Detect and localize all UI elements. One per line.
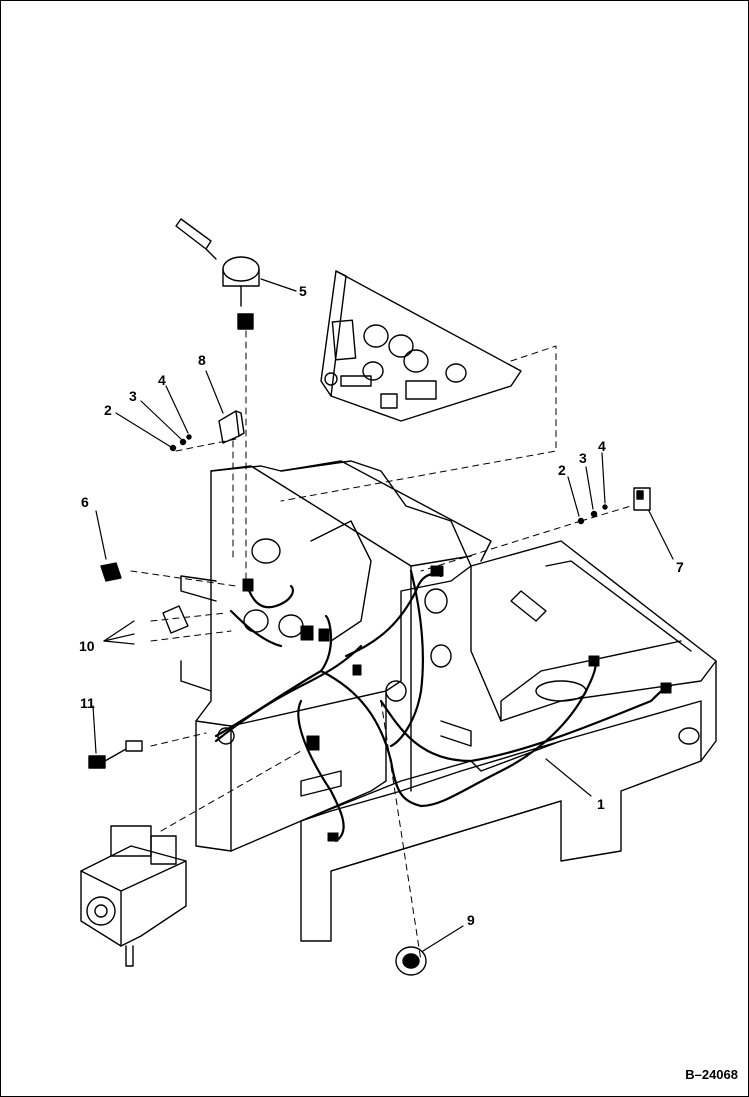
callout-3-right: 3 xyxy=(579,450,587,466)
hardware-left xyxy=(169,434,192,452)
callout-6: 6 xyxy=(81,494,89,510)
wiring-harness xyxy=(214,569,673,843)
switch-lever-part xyxy=(175,218,260,330)
callout-3-left: 3 xyxy=(129,388,137,404)
hydraulic-pump xyxy=(80,825,187,967)
sensor-cable-part xyxy=(88,740,143,769)
callout-4-left: 4 xyxy=(158,372,166,388)
harness-connectors xyxy=(242,565,672,842)
callout-9: 9 xyxy=(467,912,475,928)
callout-8: 8 xyxy=(198,352,206,368)
callout-10: 10 xyxy=(79,638,95,654)
frame-base xyxy=(300,540,717,942)
callout-1: 1 xyxy=(597,796,605,812)
figure-id: B–24068 xyxy=(685,1067,738,1082)
callout-5: 5 xyxy=(299,283,307,299)
callout-7: 7 xyxy=(676,559,684,575)
callout-11: 11 xyxy=(80,695,95,711)
connector-part xyxy=(100,562,122,582)
sensor-part xyxy=(395,946,427,976)
instrument-panel xyxy=(320,270,522,422)
callout-2-left: 2 xyxy=(104,402,112,418)
assembly-dashed-lines xyxy=(130,330,632,962)
relay-part xyxy=(218,410,245,444)
leader-lines xyxy=(92,278,674,952)
switch-part-right xyxy=(633,487,651,511)
callout-2-right: 2 xyxy=(558,462,566,478)
callout-4-right: 4 xyxy=(598,438,606,454)
hardware-right xyxy=(577,504,608,525)
cover-bracket-part xyxy=(162,605,189,634)
